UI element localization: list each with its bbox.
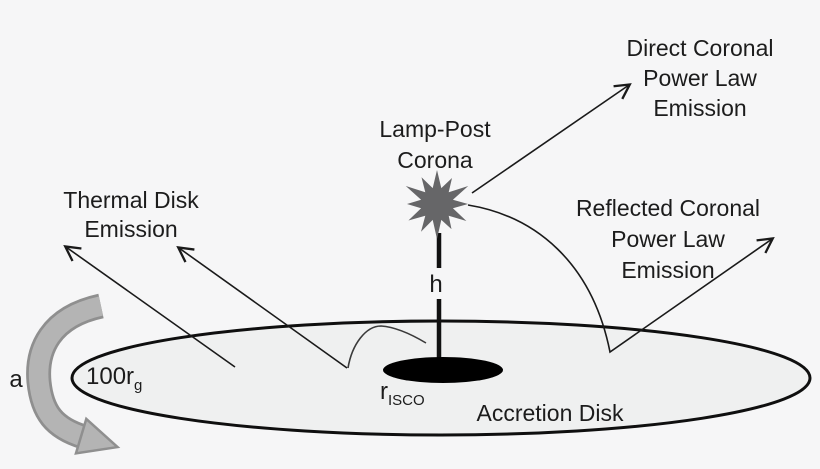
thermal-emission-arrow-left <box>63 245 236 368</box>
corona-height-label: h <box>429 271 443 298</box>
reflected-emission-label: Reflected Coronal Power Law Emission <box>575 195 761 283</box>
spin-label: a <box>9 366 23 393</box>
thermal-emission-arrow-right <box>176 246 348 369</box>
direct-emission-arrow <box>471 83 632 194</box>
accretion-disk-label: Accretion Disk <box>476 400 624 426</box>
disk-radius-sub: g <box>134 377 143 394</box>
spin-arrow <box>26 293 121 455</box>
corona-starburst <box>405 170 469 239</box>
disk-radius-label: 100rg <box>86 363 142 394</box>
isco-radius-sub: ISCO <box>388 392 425 409</box>
returning-radiation-squiggle <box>347 325 427 369</box>
disk-radius-main: 100r <box>86 363 135 390</box>
reflected-emission-path <box>467 204 775 354</box>
isco-ellipse <box>383 357 503 383</box>
spin-arrow-body <box>28 296 121 455</box>
isco-radius-main: r <box>380 378 388 405</box>
isco-radius-label: rISCO <box>380 378 425 409</box>
lamp-post-corona-label: Lamp-Post Corona <box>379 116 491 173</box>
direct-emission-label: Direct Coronal Power Law Emission <box>626 35 774 121</box>
thermal-disk-emission-label: Thermal Disk Emission <box>63 187 199 242</box>
